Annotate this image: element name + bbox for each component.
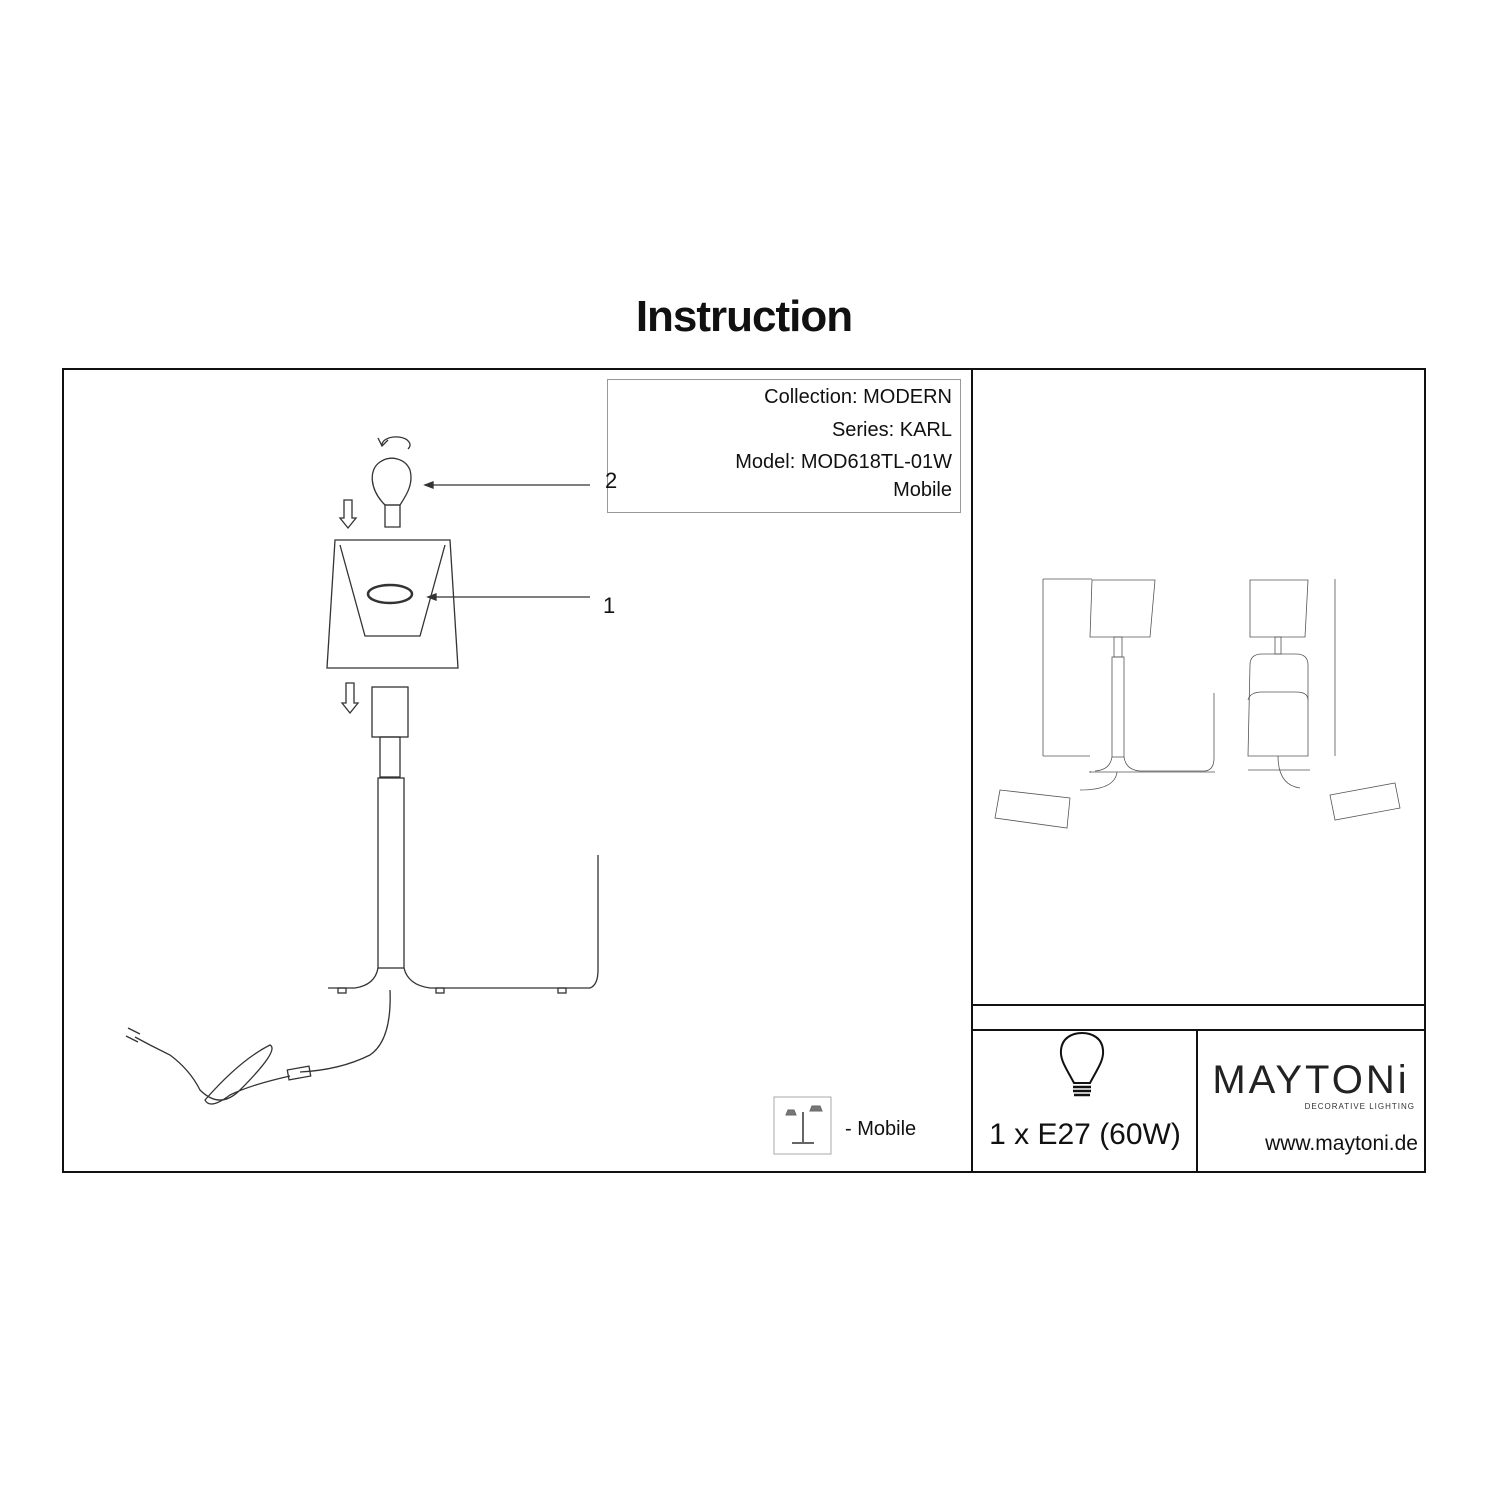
info-box: Collection: MODERN Series: KARL Model: M…: [607, 379, 961, 513]
page-title: Instruction: [635, 292, 853, 341]
table-lamp-icon: [773, 1096, 832, 1155]
bulb-drawing: [371, 457, 412, 528]
down-arrow-icon: [340, 682, 360, 715]
brand-url[interactable]: www.maytoni.de: [1265, 1132, 1418, 1155]
collection-text: Collection: MODERN: [764, 386, 952, 408]
legend-mobile-label: - Mobile: [845, 1118, 917, 1140]
dimension-drawing: [994, 578, 1401, 829]
callout-1: 1: [603, 593, 616, 618]
brand-logo: MAYTONi: [1212, 1058, 1410, 1102]
brand-tagline: DECORATIVE LIGHTING: [1304, 1102, 1415, 1111]
frame-right: [1424, 368, 1426, 1173]
rotate-icon: [377, 436, 411, 450]
model-text: Model: MOD618TL-01W: [735, 451, 952, 473]
right-hline-2: [971, 1029, 1426, 1031]
lamp-base-drawing: [125, 686, 599, 1105]
shade-drawing: [326, 539, 459, 669]
callout-2: 2: [605, 468, 618, 493]
right-vdivider: [1196, 1029, 1198, 1173]
frame-divider: [971, 368, 973, 1173]
bulb-spec: 1 x E27 (60W): [989, 1118, 1181, 1151]
frame-left: [62, 368, 64, 1173]
frame-bottom: [62, 1171, 1426, 1173]
right-hline-1: [971, 1004, 1426, 1006]
light-bulb-icon: [1059, 1031, 1105, 1097]
down-arrow-icon: [338, 499, 358, 530]
frame-top: [62, 368, 1426, 370]
type-text: Mobile: [893, 479, 952, 501]
series-text: Series: KARL: [831, 419, 952, 441]
